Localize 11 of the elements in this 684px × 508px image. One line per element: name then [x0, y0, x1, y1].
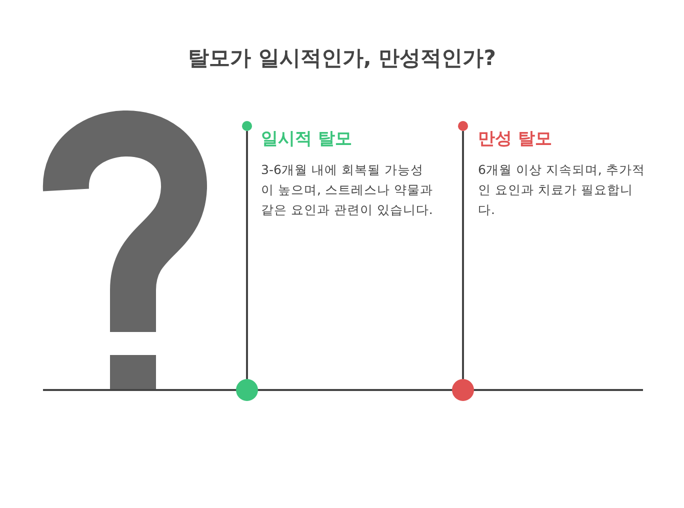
description-text: 6개월 이상 지속되며, 추가적인 요인과 치료가 필요합니다. — [478, 161, 646, 219]
description-text: 3-6개월 내에 회복될 가능성이 높으며, 스트레스나 약물과 같은 요인과 관련이 있습니다. — [261, 161, 434, 219]
timeline-marker — [452, 379, 474, 401]
timeline-marker — [236, 379, 258, 401]
column-heading: 일시적 탈모 — [261, 128, 353, 150]
column-heading: 만성 탈모 — [478, 128, 553, 150]
title: 탈모가 일시적인가, 만성적인가? — [187, 45, 497, 72]
connector-line — [246, 131, 248, 379]
connector-line — [462, 131, 464, 379]
line-end-dot — [242, 121, 252, 131]
line-end-dot — [458, 121, 468, 131]
